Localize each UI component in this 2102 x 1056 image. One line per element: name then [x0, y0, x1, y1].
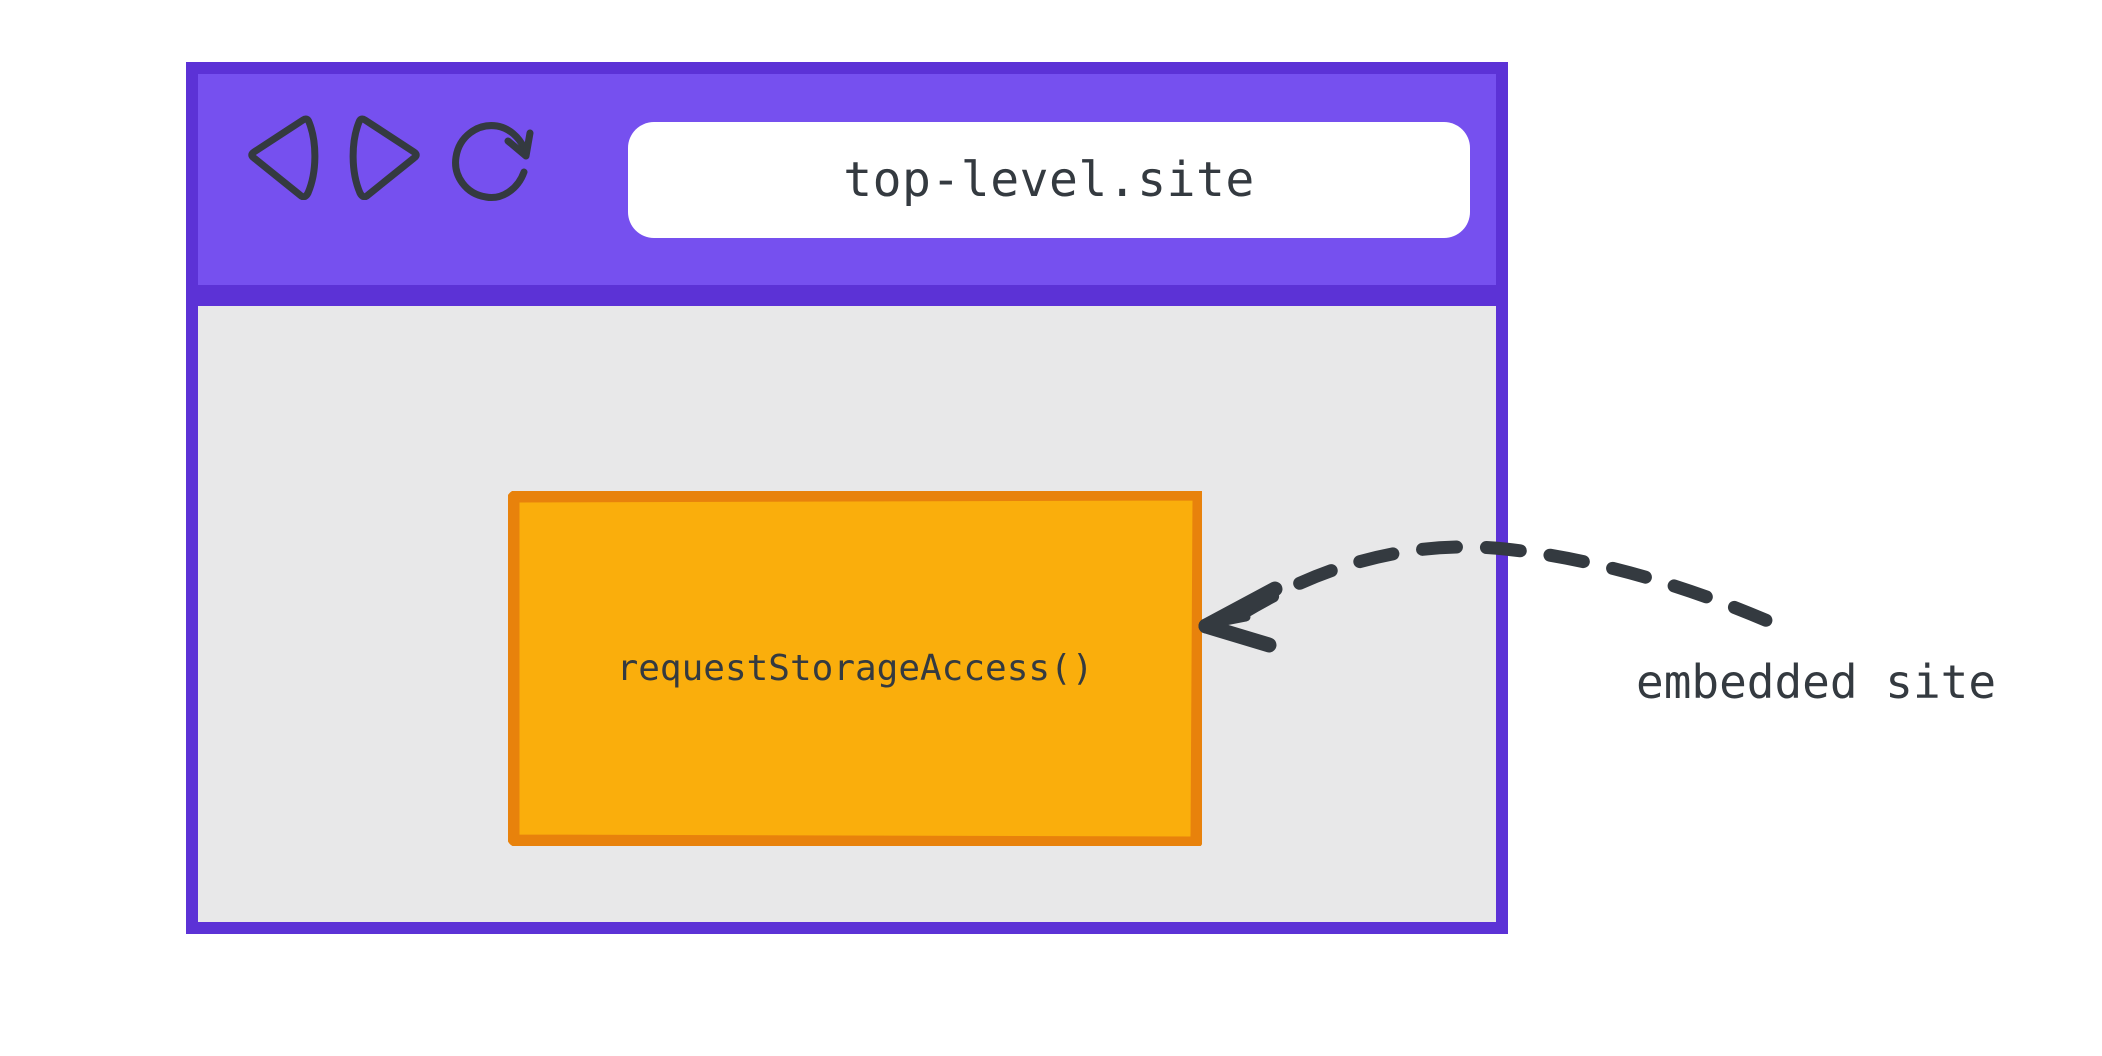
browser-nav-controls: [246, 114, 534, 201]
annotation-label: embedded site: [1636, 655, 1997, 709]
embedded-frame-shape: [508, 491, 1202, 846]
url-bar[interactable]: top-level.site: [628, 122, 1470, 238]
back-triangle-icon[interactable]: [246, 114, 322, 201]
embedded-frame-label: requestStorageAccess(): [616, 648, 1094, 689]
url-input[interactable]: top-level.site: [843, 152, 1255, 208]
embedded-site-frame: requestStorageAccess(): [508, 491, 1202, 846]
reload-circular-arrow-icon[interactable]: [446, 114, 534, 201]
forward-triangle-icon[interactable]: [346, 114, 422, 201]
